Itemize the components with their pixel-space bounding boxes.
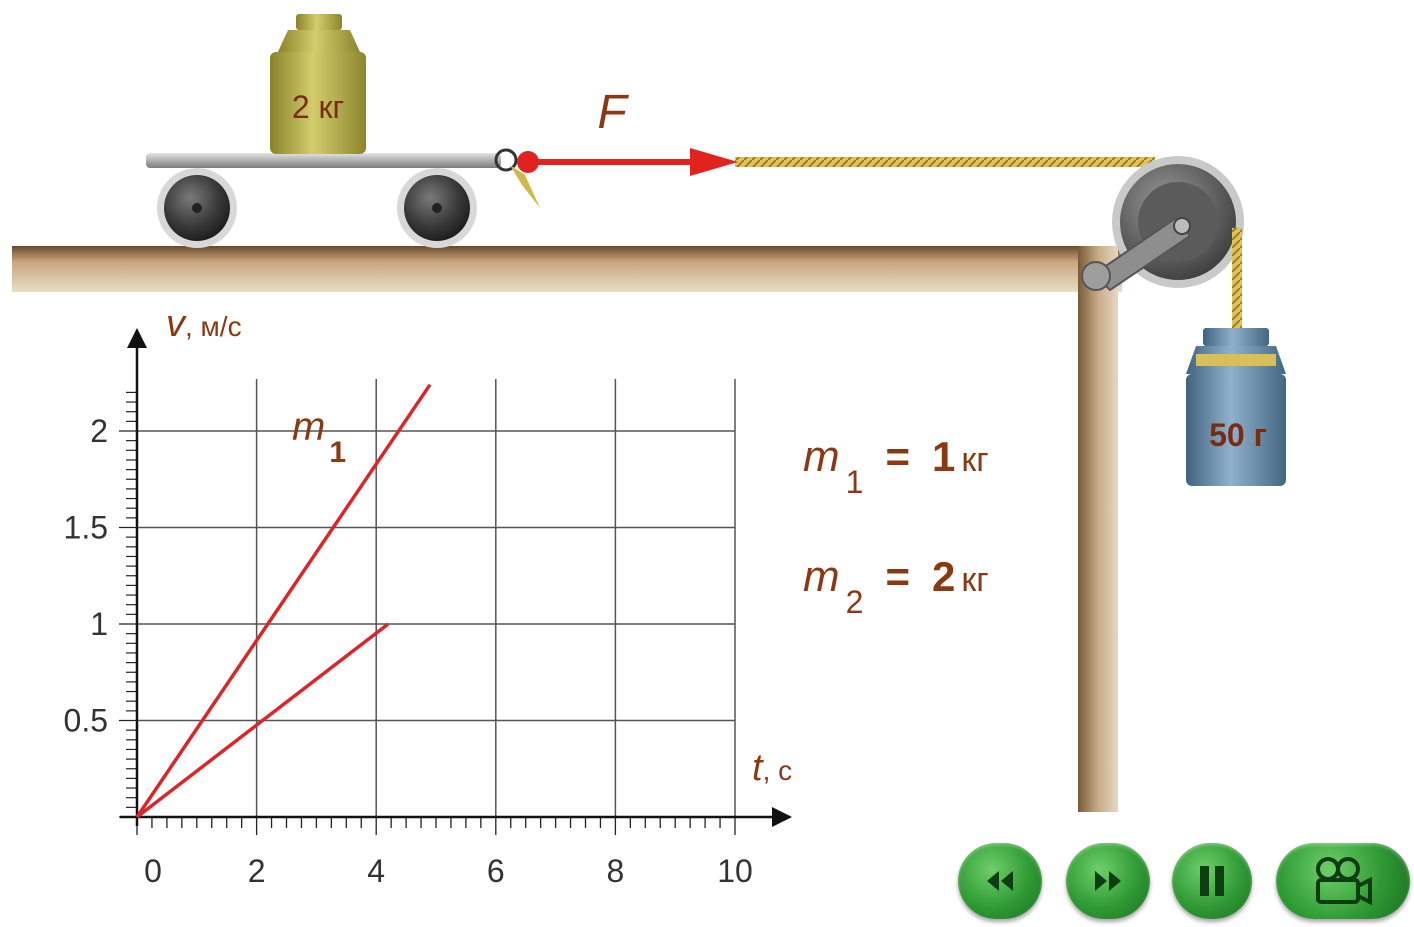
force-label: F bbox=[597, 86, 629, 139]
y-tick-label: 1.5 bbox=[64, 510, 108, 546]
cart-wheel-left bbox=[157, 168, 237, 248]
film-camera-icon bbox=[1316, 857, 1372, 906]
x-tick-label: 6 bbox=[487, 853, 505, 889]
mass-2-value: 2 bbox=[931, 553, 956, 600]
chart-minor-ticks bbox=[119, 391, 736, 835]
hanging-weight bbox=[1186, 328, 1286, 486]
series-line-2 bbox=[135, 622, 390, 819]
x-tick-label: 2 bbox=[248, 853, 266, 889]
rewind-icon bbox=[987, 871, 1013, 891]
series-line-1 bbox=[135, 383, 432, 818]
mass-1-subscript: 1 bbox=[845, 464, 864, 500]
forward-button[interactable] bbox=[1066, 843, 1150, 919]
mass-2-equals: = bbox=[885, 553, 910, 600]
mass-1-equals: = bbox=[885, 433, 910, 480]
force-arrow bbox=[517, 148, 738, 176]
mass-1-unit: кг bbox=[961, 441, 989, 479]
cart-weight bbox=[270, 14, 366, 154]
table-leg bbox=[1078, 246, 1118, 812]
mass-1-value: 1 bbox=[931, 433, 956, 480]
pause-icon bbox=[1200, 866, 1224, 896]
rewind-button[interactable] bbox=[958, 843, 1042, 919]
cart-weight-label: 2 кг bbox=[292, 89, 344, 125]
cart-plank bbox=[146, 153, 501, 168]
mass-2-unit: кг bbox=[961, 561, 989, 599]
pulley bbox=[1081, 156, 1244, 292]
x-axis-title: t, с bbox=[752, 747, 792, 789]
camera-button[interactable] bbox=[1276, 843, 1410, 919]
forward-icon bbox=[1095, 871, 1121, 891]
x-tick-label: 4 bbox=[367, 853, 385, 889]
y-tick-label: 1 bbox=[90, 606, 108, 642]
pause-button[interactable] bbox=[1172, 843, 1252, 919]
hanging-weight-label: 50 г bbox=[1209, 417, 1267, 453]
chart-grid bbox=[137, 379, 736, 817]
x-tick-label: 0 bbox=[144, 853, 162, 889]
y-tick-label: 0.5 bbox=[64, 703, 108, 739]
rope-horizontal bbox=[735, 157, 1155, 167]
velocity-time-chart: v, м/с t, с m1 0 2 4 6 8 10 0.5 1 1.5 2 bbox=[64, 303, 793, 889]
cart-hook bbox=[494, 148, 540, 208]
table-top bbox=[12, 246, 1122, 292]
x-tick-label: 10 bbox=[717, 853, 753, 889]
rope-vertical bbox=[1232, 228, 1242, 338]
mass-1-symbol: m bbox=[803, 432, 840, 481]
x-tick-label: 8 bbox=[607, 853, 625, 889]
y-tick-label: 2 bbox=[90, 413, 108, 449]
mass-2-subscript: 2 bbox=[845, 584, 864, 620]
y-axis-title: v, м/с bbox=[166, 303, 242, 345]
mass-2-symbol: m bbox=[803, 552, 840, 601]
cart-wheel-right bbox=[397, 168, 477, 248]
series-label-m1: m1 bbox=[292, 405, 346, 469]
